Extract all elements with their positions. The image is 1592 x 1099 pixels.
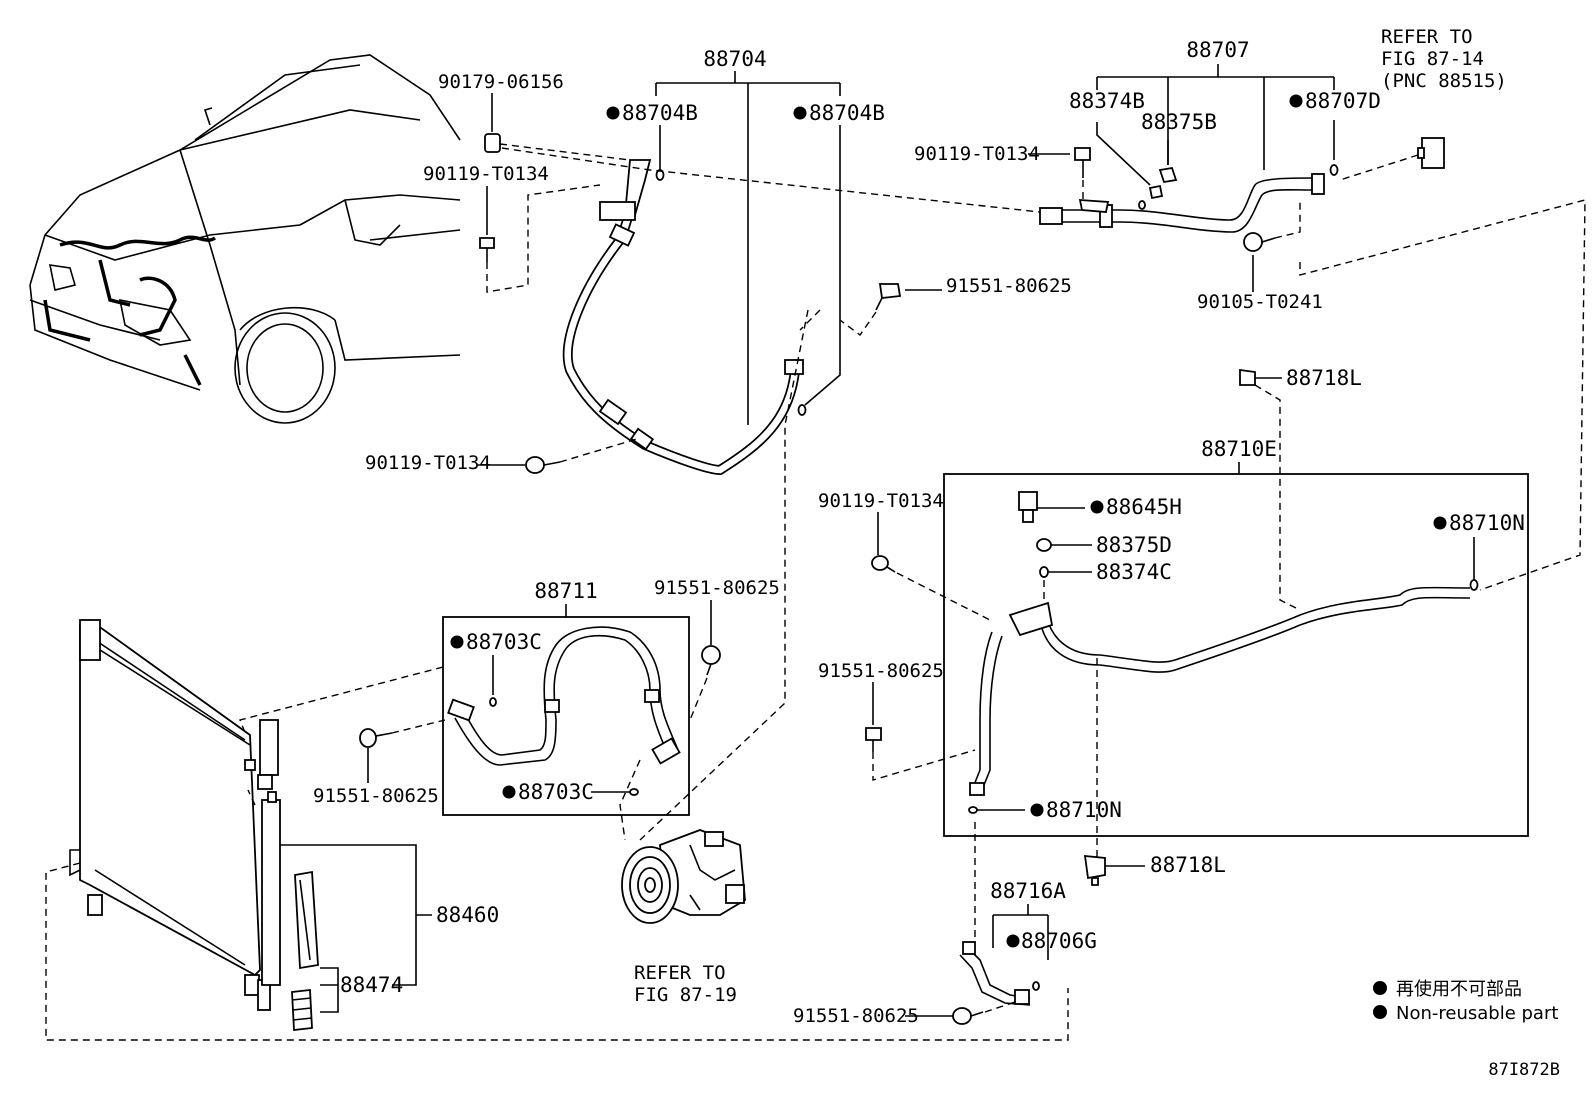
label-88460: 88460	[436, 903, 499, 927]
group-box-88711	[442, 616, 690, 816]
label-88704B-left: 88704B	[622, 101, 698, 125]
ref-top-line3: (PNC 88515)	[1381, 70, 1507, 92]
group-88710E: 88718L 88710E 88645H 88375D 88374C 88710…	[818, 366, 1529, 886]
legend: 再使用不可部品 Non-reusable part	[1373, 979, 1558, 1024]
label-88474: 88474	[340, 973, 403, 997]
label-91551-80625-e: 91551-80625	[793, 1005, 919, 1027]
label-88718L-bottom: 88718L	[1150, 853, 1226, 877]
expansion-valve-88515	[1421, 137, 1445, 169]
label-90119-T0134-a: 90119-T0134	[423, 163, 549, 185]
label-88710E: 88710E	[1201, 437, 1277, 461]
label-90119-T0134-d: 90119-T0134	[818, 490, 944, 512]
label-88710N-top: 88710N	[1449, 511, 1525, 535]
label-88375D: 88375D	[1096, 533, 1172, 557]
label-90119-T0134-b: 90119-T0134	[365, 452, 491, 474]
label-88645H: 88645H	[1106, 495, 1182, 519]
legend-japanese: 再使用不可部品	[1396, 979, 1522, 1000]
label-90105-T0241: 90105-T0241	[1197, 291, 1323, 313]
label-88703C-bottom: 88703C	[518, 780, 594, 804]
desiccant-88474	[294, 870, 319, 970]
ref-top-line1: REFER TO	[1381, 26, 1473, 48]
label-88704B-right: 88704B	[809, 101, 885, 125]
label-88375B: 88375B	[1141, 110, 1217, 134]
illustration-code: 87I872B	[1488, 1060, 1560, 1080]
group-box-88710E	[943, 473, 1529, 837]
pressure-switch-88645H	[1018, 491, 1038, 511]
label-88707: 88707	[1186, 38, 1249, 62]
condenser-illustration: 88460 88474	[45, 618, 1069, 1041]
label-90119-T0134-c: 90119-T0134	[914, 143, 1040, 165]
group-88707: 88707 88374B 88375B 88707D 90119-T0134 9…	[501, 26, 1586, 591]
compressor-illustration: REFER TO FIG 87-19	[621, 829, 746, 1006]
label-88374B: 88374B	[1069, 89, 1145, 113]
label-88710N-bottom: 88710N	[1046, 798, 1122, 822]
group-88716A: 88716A 88706G 91551-80625	[793, 822, 1097, 1027]
label-88718L-top: 88718L	[1286, 366, 1362, 390]
label-91551-80625-d: 91551-80625	[654, 577, 780, 599]
label-91551-80625-c: 91551-80625	[313, 785, 439, 807]
label-91551-80625-b: 91551-80625	[818, 660, 944, 682]
group-88704: 88704 88704B 88704B 90179-06156 90119-T0…	[365, 47, 1072, 476]
label-88707D: 88707D	[1305, 89, 1381, 113]
ref-top-line2: FIG 87-14	[1381, 48, 1484, 70]
receiver-dryer	[261, 799, 281, 986]
label-88706G: 88706G	[1021, 929, 1097, 953]
label-90179-06156: 90179-06156	[438, 71, 564, 93]
label-88704: 88704	[703, 47, 766, 71]
ref-comp-line2: FIG 87-19	[634, 984, 737, 1006]
label-88374C: 88374C	[1096, 560, 1172, 584]
ref-comp-line1: REFER TO	[634, 962, 726, 984]
label-88716A: 88716A	[990, 879, 1066, 903]
label-91551-80625-a: 91551-80625	[946, 275, 1072, 297]
group-88711: 88711 88703C 88703C 91551-80625 91551-80…	[239, 309, 809, 841]
vehicle-illustration	[29, 54, 461, 424]
nut-90179-06156	[484, 133, 501, 153]
label-88711: 88711	[534, 579, 597, 603]
label-88703C-top: 88703C	[466, 630, 542, 654]
legend-english: Non-reusable part	[1396, 1003, 1558, 1024]
